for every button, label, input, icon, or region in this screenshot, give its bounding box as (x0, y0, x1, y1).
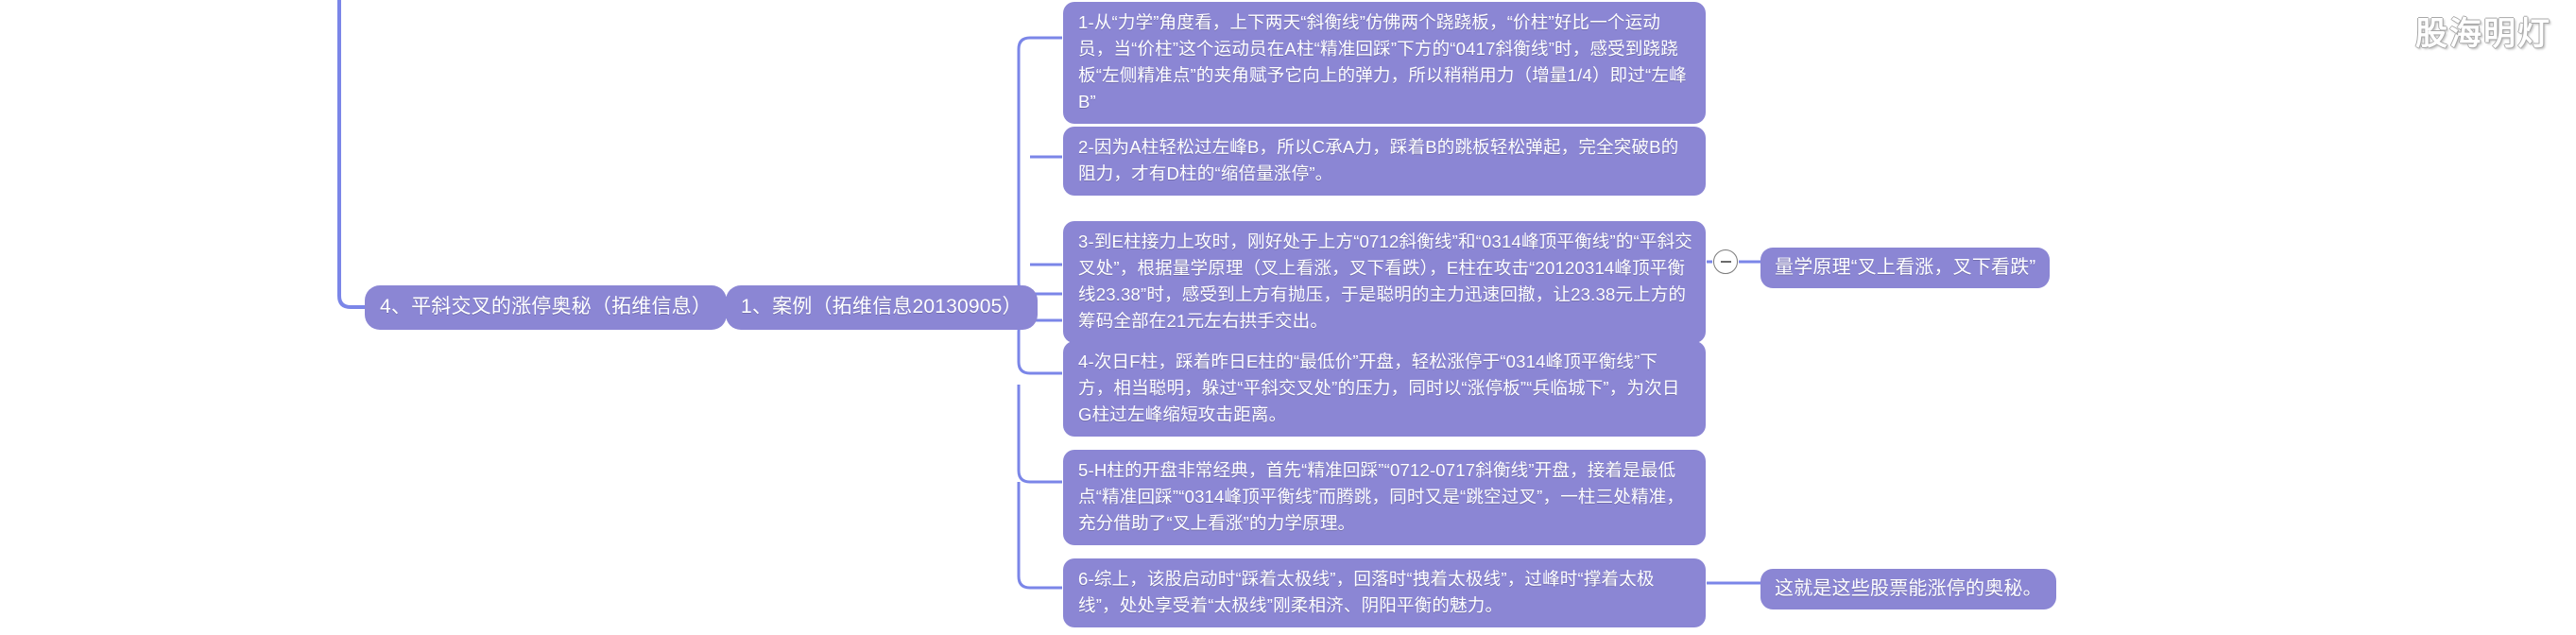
callout-node-2[interactable]: 这就是这些股票能涨停的奥秘。 (1760, 569, 2056, 610)
watermark-text: 股海明灯 (2415, 16, 2551, 52)
wire-spine-upper (1017, 36, 1062, 296)
wire-spine-stub-6 (1017, 482, 1062, 590)
detail-node-4[interactable]: 4-次日F柱，踩着昨日E柱的“最低价”开盘，轻松涨停于“0314峰顶平衡线”下方… (1063, 341, 1706, 438)
wire-trunk-to-root (337, 0, 367, 309)
branch-node-case[interactable]: 1、案例（拓维信息20130905） (726, 285, 1038, 330)
collapse-toggle-icon[interactable] (1713, 249, 1738, 274)
detail-node-6[interactable]: 6-综上，该股启动时“踩着太极线”，回落时“拽着太极线”，过峰时“撑着太极线”，… (1063, 558, 1706, 628)
callout-node-1[interactable]: 量学原理“叉上看涨，叉下看跌” (1760, 248, 2051, 289)
wire-spine-stub-5 (1017, 385, 1062, 484)
detail-node-1[interactable]: 1-从“力学”角度看，上下两天“斜衡线”仿佛两个跷跷板，“价柱”好比一个运动员，… (1063, 2, 1706, 125)
detail-node-5[interactable]: 5-H柱的开盘非常经典，首先“精准回踩”“0712-0717斜衡线”开盘，接着是… (1063, 450, 1706, 546)
detail-node-2[interactable]: 2-因为A柱轻松过左峰B，所以C承A力，踩着B的跳板轻松弹起，完全突破B的阻力，… (1063, 127, 1706, 197)
minus-icon (1720, 261, 1731, 263)
detail-node-3[interactable]: 3-到E柱接力上攻时，刚好处于上方“0712斜衡线”和“0314峰顶平衡线”的“… (1063, 221, 1706, 344)
root-node[interactable]: 4、平斜交叉的涨停奥秘（拓维信息） (365, 285, 728, 330)
